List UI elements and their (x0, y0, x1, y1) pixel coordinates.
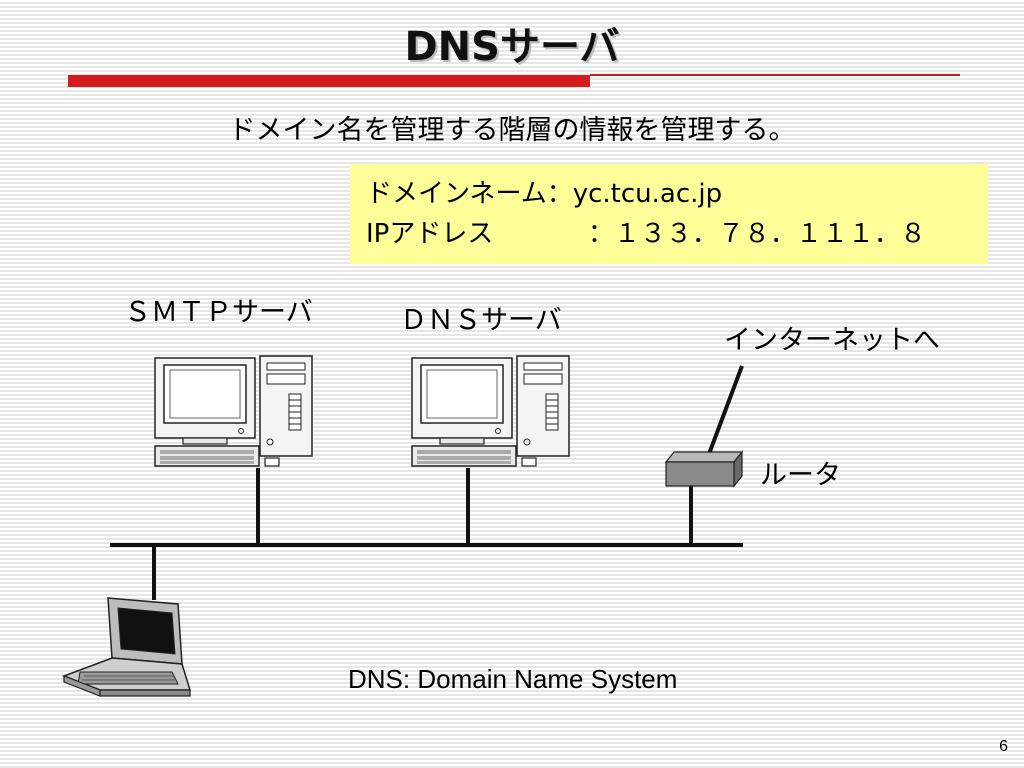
dns-server-label: ＤＮＳサーバ (400, 305, 562, 336)
ip-row: IPアドレス ：１３３．７８．１１１．８ (366, 214, 972, 254)
title-underline-thin (590, 74, 960, 76)
slide-title: DNSサーバ (404, 24, 620, 70)
title-underline-thick (68, 75, 590, 87)
page-number: 6 (999, 738, 1008, 755)
internet-label: インターネットへ (724, 325, 940, 356)
router-label: ルータ (760, 460, 841, 491)
domain-row: ドメインネーム：yc.tcu.ac.jp (366, 174, 972, 214)
domain-label: ドメインネーム (366, 179, 547, 209)
router-icon (664, 450, 744, 488)
dns-server-computer-icon (411, 355, 570, 467)
ip-label: IPアドレス (366, 219, 494, 249)
laptop-icon (61, 597, 192, 697)
slide-subtitle: ドメイン名を管理する階層の情報を管理する。 (228, 115, 796, 146)
internet-connection-line (707, 365, 744, 455)
ip-value: ：１３３．７８．１１１．８ (588, 219, 927, 249)
dns-caption: DNS: Domain Name System (348, 664, 678, 694)
smtp-server-computer-icon (154, 355, 313, 467)
smtp-server-label: ＳＭＴＰサーバ (124, 297, 313, 328)
dns-info-box: ドメインネーム：yc.tcu.ac.jp IPアドレス ：１３３．７８．１１１．８ (350, 164, 988, 264)
domain-value: ：yc.tcu.ac.jp (546, 179, 723, 209)
